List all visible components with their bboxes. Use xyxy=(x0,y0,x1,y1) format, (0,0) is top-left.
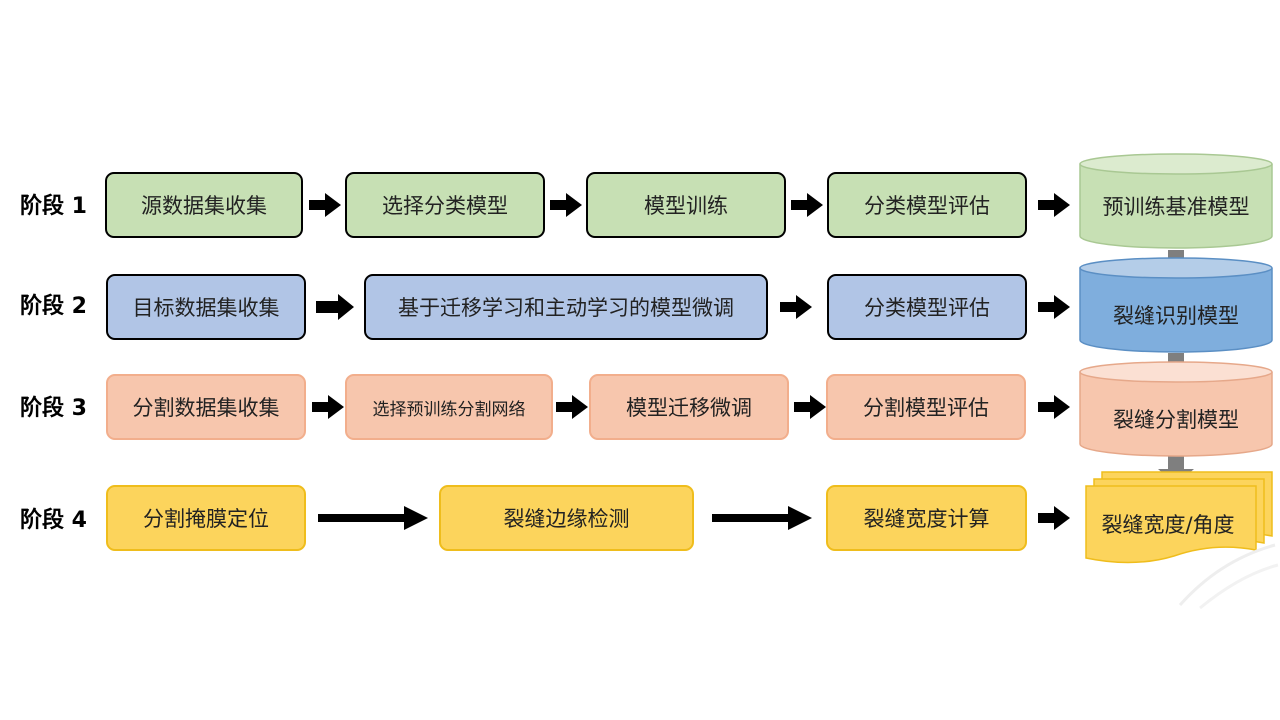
row4-width-calc-box: 裂缝宽度计算 xyxy=(826,485,1027,551)
arrow-right-icon xyxy=(556,395,588,419)
multidocument-crack-width-angle: 裂缝宽度/角度 xyxy=(1085,471,1273,564)
row3-seg-eval-box: 分割模型评估 xyxy=(826,374,1026,440)
arrow-right-icon xyxy=(1038,395,1070,419)
stage-label-3: 阶段 3 xyxy=(20,396,87,421)
arrow-right-icon xyxy=(318,506,428,530)
stage-label-4: 阶段 4 xyxy=(20,508,87,533)
background-swoosh-decoration xyxy=(1178,543,1279,610)
row4-mask-locate-box: 分割掩膜定位 xyxy=(106,485,306,551)
cylinder-label: 预训练基准模型 xyxy=(1103,195,1250,219)
row3-select-seg-net-box: 选择预训练分割网络 xyxy=(345,374,553,440)
arrow-right-icon xyxy=(780,295,812,319)
arrow-right-icon xyxy=(1038,506,1070,530)
row2-model-eval-box: 分类模型评估 xyxy=(827,274,1027,340)
cylinder-label: 裂缝分割模型 xyxy=(1113,408,1239,432)
row1-model-eval-box: 分类模型评估 xyxy=(827,172,1027,238)
row1-model-training-box: 模型训练 xyxy=(586,172,786,238)
cylinder-crack-recognition-model: 裂缝识别模型 xyxy=(1079,257,1273,353)
cylinder-label: 裂缝识别模型 xyxy=(1113,304,1239,328)
document-label: 裂缝宽度/角度 xyxy=(1101,513,1234,537)
arrow-right-icon xyxy=(316,294,354,320)
arrow-right-icon xyxy=(312,395,344,419)
row2-finetune-box: 基于迁移学习和主动学习的模型微调 xyxy=(364,274,768,340)
row2-target-dataset-box: 目标数据集收集 xyxy=(106,274,306,340)
stage-label-1: 阶段 1 xyxy=(20,194,87,219)
arrow-right-icon xyxy=(712,506,812,530)
row4-edge-detect-box: 裂缝边缘检测 xyxy=(439,485,694,551)
arrow-right-icon xyxy=(550,193,582,217)
stage-label-2: 阶段 2 xyxy=(20,294,87,319)
row3-seg-dataset-box: 分割数据集收集 xyxy=(106,374,306,440)
arrow-right-icon xyxy=(1038,295,1070,319)
arrow-right-icon xyxy=(309,193,341,217)
row3-transfer-finetune-box: 模型迁移微调 xyxy=(589,374,789,440)
arrow-right-icon xyxy=(791,193,823,217)
arrow-right-icon xyxy=(794,395,826,419)
row1-source-dataset-box: 源数据集收集 xyxy=(105,172,303,238)
row1-select-model-box: 选择分类模型 xyxy=(345,172,545,238)
arrow-right-icon xyxy=(1038,193,1070,217)
cylinder-pretrained-model: 预训练基准模型 xyxy=(1079,153,1273,249)
cylinder-crack-segmentation-model: 裂缝分割模型 xyxy=(1079,361,1273,457)
